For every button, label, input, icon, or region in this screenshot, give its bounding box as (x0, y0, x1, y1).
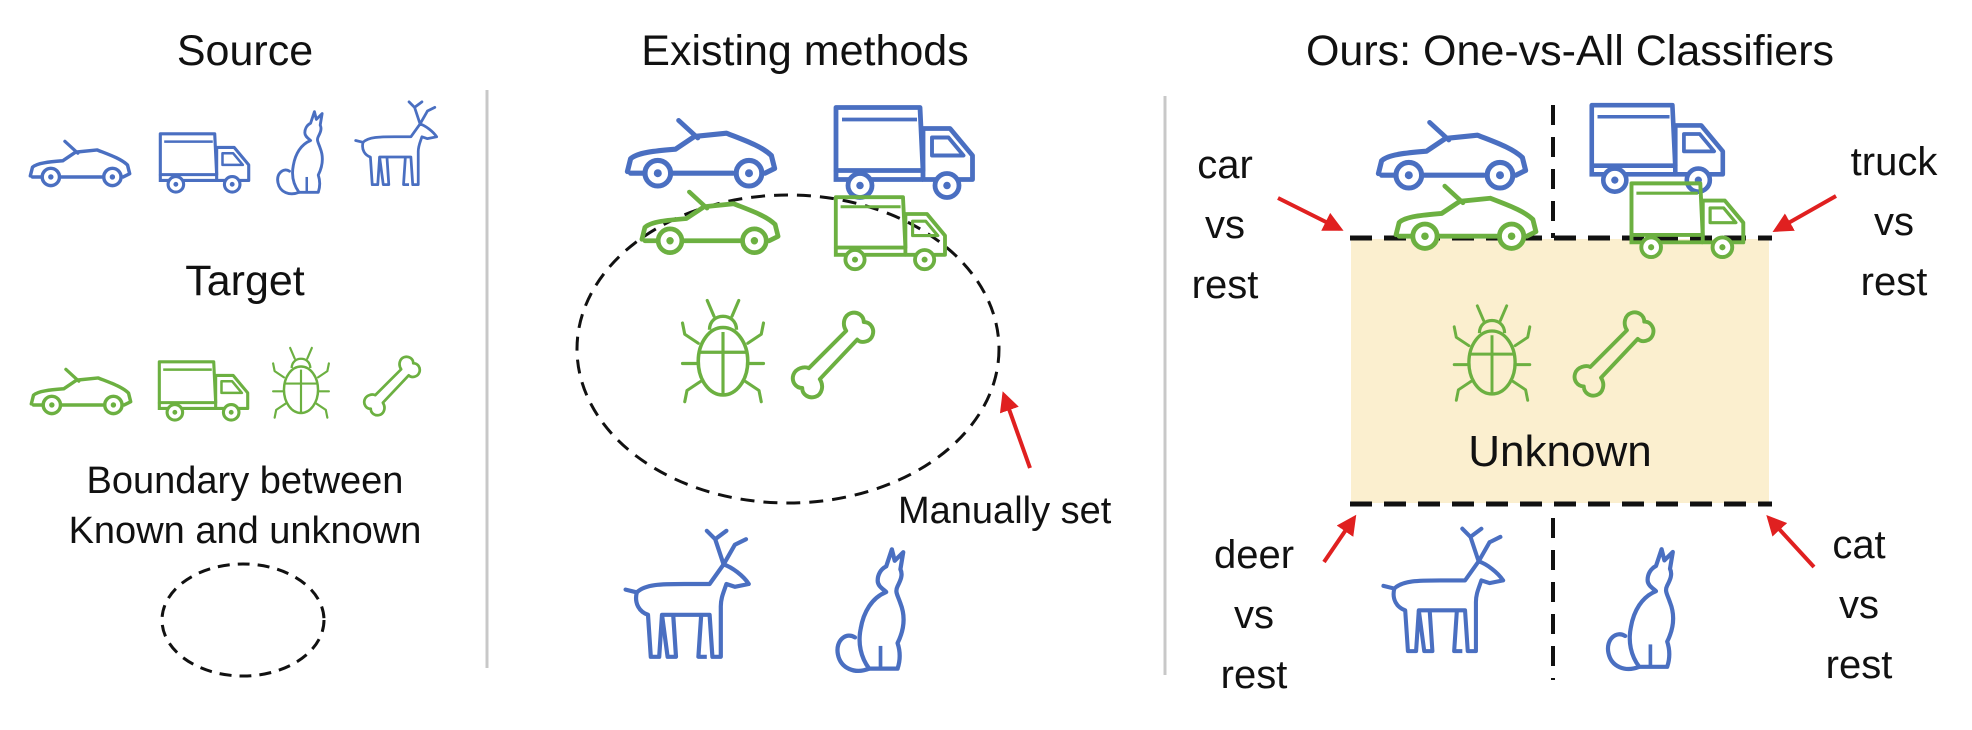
truck-vs-rest-label-word1: truck (1850, 140, 1938, 184)
truck-icon (830, 190, 952, 274)
car-vs-rest-label-word3: rest (1191, 263, 1259, 307)
truck-icon (154, 356, 254, 424)
cat-icon (268, 104, 334, 200)
cat-vs-rest-label-word3: rest (1825, 643, 1893, 687)
unknown-label: Unknown (1468, 427, 1652, 476)
truck-icon (830, 98, 980, 204)
car-icon (26, 365, 136, 419)
bug-icon (678, 292, 768, 408)
bone-icon (1560, 300, 1668, 408)
ours-title: Ours: One-vs-All Classifiers (1305, 27, 1835, 75)
bug-icon (270, 340, 332, 424)
car-vs-rest-arrow (1277, 196, 1344, 231)
manual-boundary-ellipse (575, 193, 1001, 505)
bone-icon (778, 300, 888, 410)
target-title: Target (185, 257, 305, 305)
truck-vs-rest-label-word2: vs (1874, 200, 1914, 244)
car-icon (26, 137, 134, 191)
source-title: Source (176, 27, 314, 75)
car-vs-rest-label-word2: vs (1205, 203, 1245, 247)
cat-vs-rest-label-word1: cat (1832, 523, 1886, 567)
deer-icon (1378, 524, 1514, 664)
bug-icon (1450, 296, 1534, 408)
car-icon (620, 114, 782, 194)
truck-vs-rest-arrow (1772, 194, 1837, 232)
deer-vs-rest-label-word3: rest (1220, 653, 1288, 697)
deer-vs-rest-label-word2: vs (1234, 593, 1274, 637)
truck-vs-rest-label-word3: rest (1860, 260, 1928, 304)
deer-vs-rest-label-word1: deer (1213, 533, 1295, 577)
existing-methods-title: Existing methods (641, 27, 969, 75)
car-vs-rest-label-word1: car (1197, 143, 1253, 187)
deer-icon (620, 528, 760, 668)
deer-icon (352, 98, 444, 194)
cat-vs-rest-arrow (1766, 515, 1816, 569)
truck-icon (156, 128, 254, 196)
boundary-caption-line2: Known and unknown (68, 510, 422, 552)
deer-vs-rest-arrow (1322, 514, 1357, 564)
truck-icon (1626, 176, 1750, 262)
car-icon (636, 186, 784, 260)
bone-icon (354, 348, 430, 424)
boundary-ellipse-small (160, 562, 326, 678)
cat-icon (828, 538, 916, 680)
car-icon (1390, 180, 1542, 256)
manual-boundary-arrow (999, 391, 1032, 469)
manually-set-label: Manually set (898, 490, 1112, 532)
unknown-region (1351, 239, 1769, 503)
cat-icon (1596, 538, 1688, 678)
cat-vs-rest-label-word2: vs (1839, 583, 1879, 627)
boundary-caption-line1: Boundary between (86, 460, 404, 502)
